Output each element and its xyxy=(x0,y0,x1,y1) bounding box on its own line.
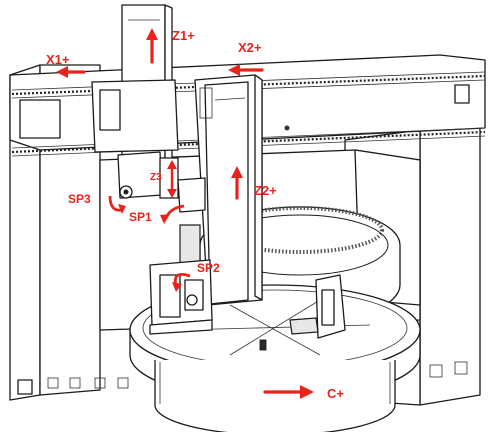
z2-label: Z2+ xyxy=(254,183,277,198)
z3-arrow xyxy=(167,160,177,198)
right-ram xyxy=(177,74,263,306)
lower-toolhead xyxy=(149,259,213,335)
x1-label: X1+ xyxy=(46,52,70,67)
sp3-arrow xyxy=(108,195,126,214)
sp3-label: SP3 xyxy=(68,192,91,206)
motion-arrows xyxy=(56,28,314,399)
axis-labels: X1+ X2+ Z1+ Z2+ Z3 SP1 SP2 SP3 C+ xyxy=(46,28,344,401)
sp1-arrow xyxy=(160,204,185,224)
z1-arrow xyxy=(146,28,158,64)
sp2-arrow xyxy=(172,272,191,292)
c-arrow xyxy=(263,385,314,399)
z3-label: Z3 xyxy=(150,172,162,183)
c-label: C+ xyxy=(327,386,344,401)
z1-label: Z1+ xyxy=(172,28,195,43)
left-ram xyxy=(91,4,179,199)
x2-arrow xyxy=(228,64,264,76)
x2-label: X2+ xyxy=(238,40,262,55)
clamp-fixture xyxy=(289,274,346,339)
sp2-label: SP2 xyxy=(197,261,220,275)
z2-arrow xyxy=(231,166,243,200)
x1-arrow xyxy=(56,66,86,78)
sp1-label: SP1 xyxy=(129,210,152,224)
